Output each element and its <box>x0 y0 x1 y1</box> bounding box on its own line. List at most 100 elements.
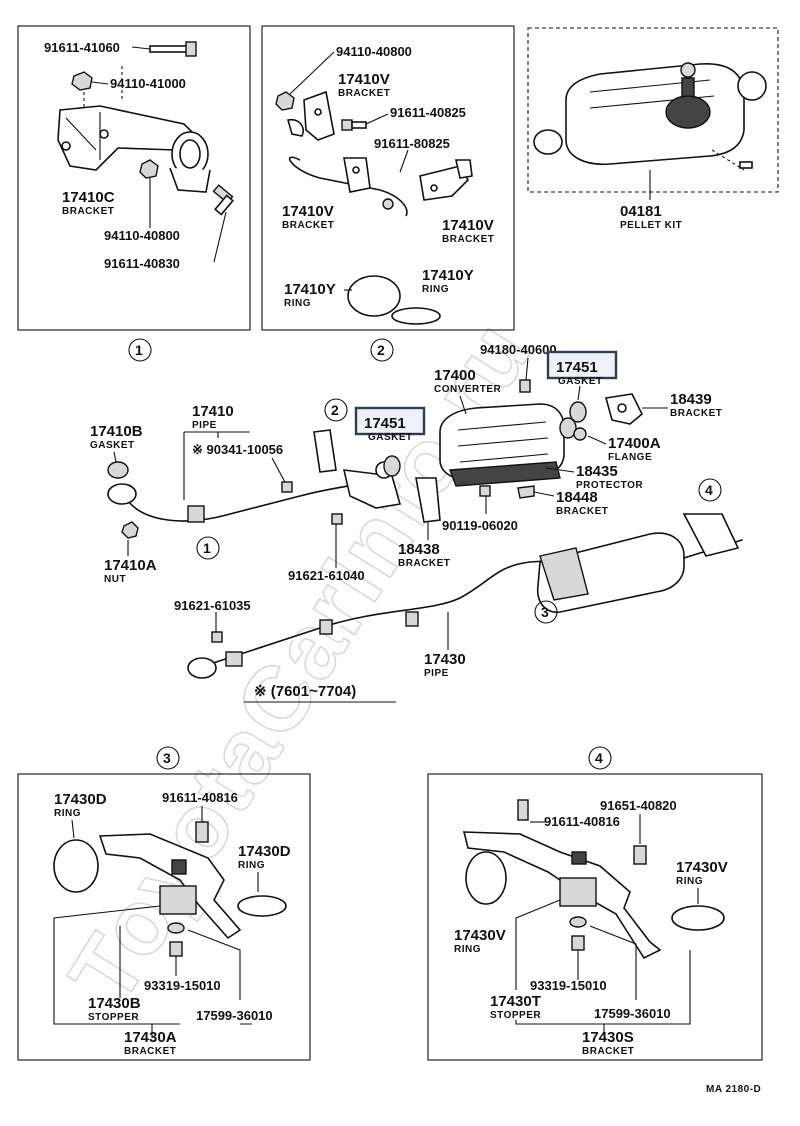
label-93319-15010-p3: 93319-15010 <box>144 978 221 993</box>
panel-4: 91611-40816 91651-40820 17430V RING 1743… <box>427 773 763 1061</box>
washer-17599-36010-p3 <box>167 922 185 934</box>
label-94110-41000: 94110-41000 <box>110 76 186 91</box>
bracket-17410V-right <box>419 159 473 201</box>
flange-17400A <box>573 427 587 441</box>
name-17430A: BRACKET <box>124 1046 176 1057</box>
label-91611-40830: 91611-40830 <box>104 256 180 271</box>
name-18448: BRACKET <box>556 506 608 517</box>
label-17430B: 17430B <box>88 995 141 1012</box>
name-18439: BRACKET <box>670 408 722 419</box>
name-17410C: BRACKET <box>62 206 114 217</box>
gasket-17451-mid <box>383 455 401 477</box>
label-17430T: 17430T <box>490 993 541 1010</box>
label-17410Y-b: 17410Y <box>422 267 474 284</box>
bracket-17410C <box>57 105 211 193</box>
label-17599-36010-p4: 17599-36010 <box>594 1006 671 1021</box>
name-18438: BRACKET <box>398 558 450 569</box>
label-17599-36010-p3: 17599-36010 <box>196 1008 273 1023</box>
name-17430S: BRACKET <box>582 1046 634 1057</box>
label-91611-40816-p3: 91611-40816 <box>162 790 238 805</box>
label-17451-mid[interactable]: 17451 <box>364 415 406 432</box>
label-17400: 17400 <box>434 367 476 384</box>
label-94110-40800: 94110-40800 <box>104 228 180 243</box>
highlight-17451-mid[interactable] <box>354 406 426 436</box>
name-04181: PELLET KIT <box>620 220 682 231</box>
bracket-18438 <box>415 477 441 523</box>
panel-1: 91611-41060 94110-41000 17410C BRACKET 9… <box>17 25 251 331</box>
bracket-17410V-top <box>286 90 335 141</box>
highlight-17451-top[interactable] <box>546 350 618 380</box>
label-91611-40816-p4: 91611-40816 <box>544 814 620 829</box>
callout-2: 2 <box>377 342 385 358</box>
label-17410B: 17410B <box>90 423 143 440</box>
stopper-17430T <box>559 877 597 907</box>
label-17410V-c: 17410V <box>442 217 494 234</box>
label-91621-61035: 91621-61035 <box>174 598 251 613</box>
label-17451-top[interactable]: 17451 <box>556 359 598 376</box>
gasket-17410B <box>107 461 129 479</box>
name-17400A: FLANGE <box>608 452 652 463</box>
name-17430: PIPE <box>424 668 449 679</box>
name-17430V-a: RING <box>454 944 481 955</box>
label-90119-06020: 90119-06020 <box>442 518 518 533</box>
ring-17430D-a <box>53 839 99 893</box>
label-17410: 17410 <box>192 403 234 420</box>
panel-2: 94110-40800 17410V BRACKET 91611-40825 9… <box>261 25 515 331</box>
callout-4: 4 <box>595 750 603 766</box>
drawing-code: MA 2180-D <box>706 1084 761 1095</box>
bolt-91611-40816-p3 <box>195 821 209 843</box>
bolt-90119-06020 <box>479 485 491 497</box>
pipe-clamp <box>187 505 205 523</box>
nut-94110-40800 <box>139 159 159 179</box>
label-90341-10056: ※ 90341-10056 <box>192 442 283 457</box>
label-04181: 04181 <box>620 203 662 220</box>
label-17410C: 17410C <box>62 189 115 206</box>
label-17430V-a: 17430V <box>454 927 506 944</box>
name-17410V-a: BRACKET <box>338 88 390 99</box>
bolt-91621-61035 <box>211 631 223 643</box>
nut-94110-41000 <box>71 71 93 91</box>
ring-17430V-a <box>465 851 507 905</box>
ring-17430V-b <box>671 905 725 931</box>
plug-94180-40600 <box>519 379 531 393</box>
label-91611-40825: 91611-40825 <box>390 105 466 120</box>
stopper-17430B <box>159 885 197 915</box>
bolt-91611-40830 <box>212 184 234 216</box>
bracket-17430A <box>98 833 242 940</box>
label-17430D-a: 17430D <box>54 791 107 808</box>
name-17451-top: GASKET <box>558 376 603 387</box>
label-18438: 18438 <box>398 541 440 558</box>
name-17430V-b: RING <box>676 876 703 887</box>
label-17430S: 17430S <box>582 1029 634 1046</box>
bracket-18448 <box>517 485 535 499</box>
name-17430B: STOPPER <box>88 1012 139 1023</box>
label-17430D-b: 17430D <box>238 843 291 860</box>
label-17430: 17430 <box>424 651 466 668</box>
nut-94110-40800-p2 <box>275 91 295 111</box>
label-91621-61040: 91621-61040 <box>288 568 365 583</box>
nut-93319-15010-p3 <box>169 941 183 957</box>
name-17410Y-a: RING <box>284 298 311 309</box>
name-17410V-c: BRACKET <box>442 234 494 245</box>
label-91651-40820: 91651-40820 <box>600 798 677 813</box>
bolt-91651-40820 <box>633 845 647 865</box>
label-17410Y-a: 17410Y <box>284 281 336 298</box>
label-94110-40800-p2: 94110-40800 <box>336 44 412 59</box>
catalytic-converter-kit <box>533 62 767 171</box>
bolt-91611-40816-p4 <box>517 799 529 821</box>
bolt-91611-41060 <box>149 41 197 57</box>
label-17410A: 17410A <box>104 557 157 574</box>
muffler <box>536 513 743 613</box>
panel-pellet-kit <box>527 27 779 200</box>
name-17410A: NUT <box>104 574 126 585</box>
name-17430T: STOPPER <box>490 1010 541 1021</box>
washer-17599-36010-p4 <box>569 916 587 928</box>
ring-17410Y-a <box>347 275 401 317</box>
callout-4-main: 4 <box>705 482 713 498</box>
label-91611-80825: 91611-80825 <box>374 136 450 151</box>
name-17451-mid: GASKET <box>368 432 413 443</box>
label-17430V-b: 17430V <box>676 859 728 876</box>
bracket-rod <box>288 156 408 217</box>
bolt-91621-61040 <box>331 513 343 525</box>
